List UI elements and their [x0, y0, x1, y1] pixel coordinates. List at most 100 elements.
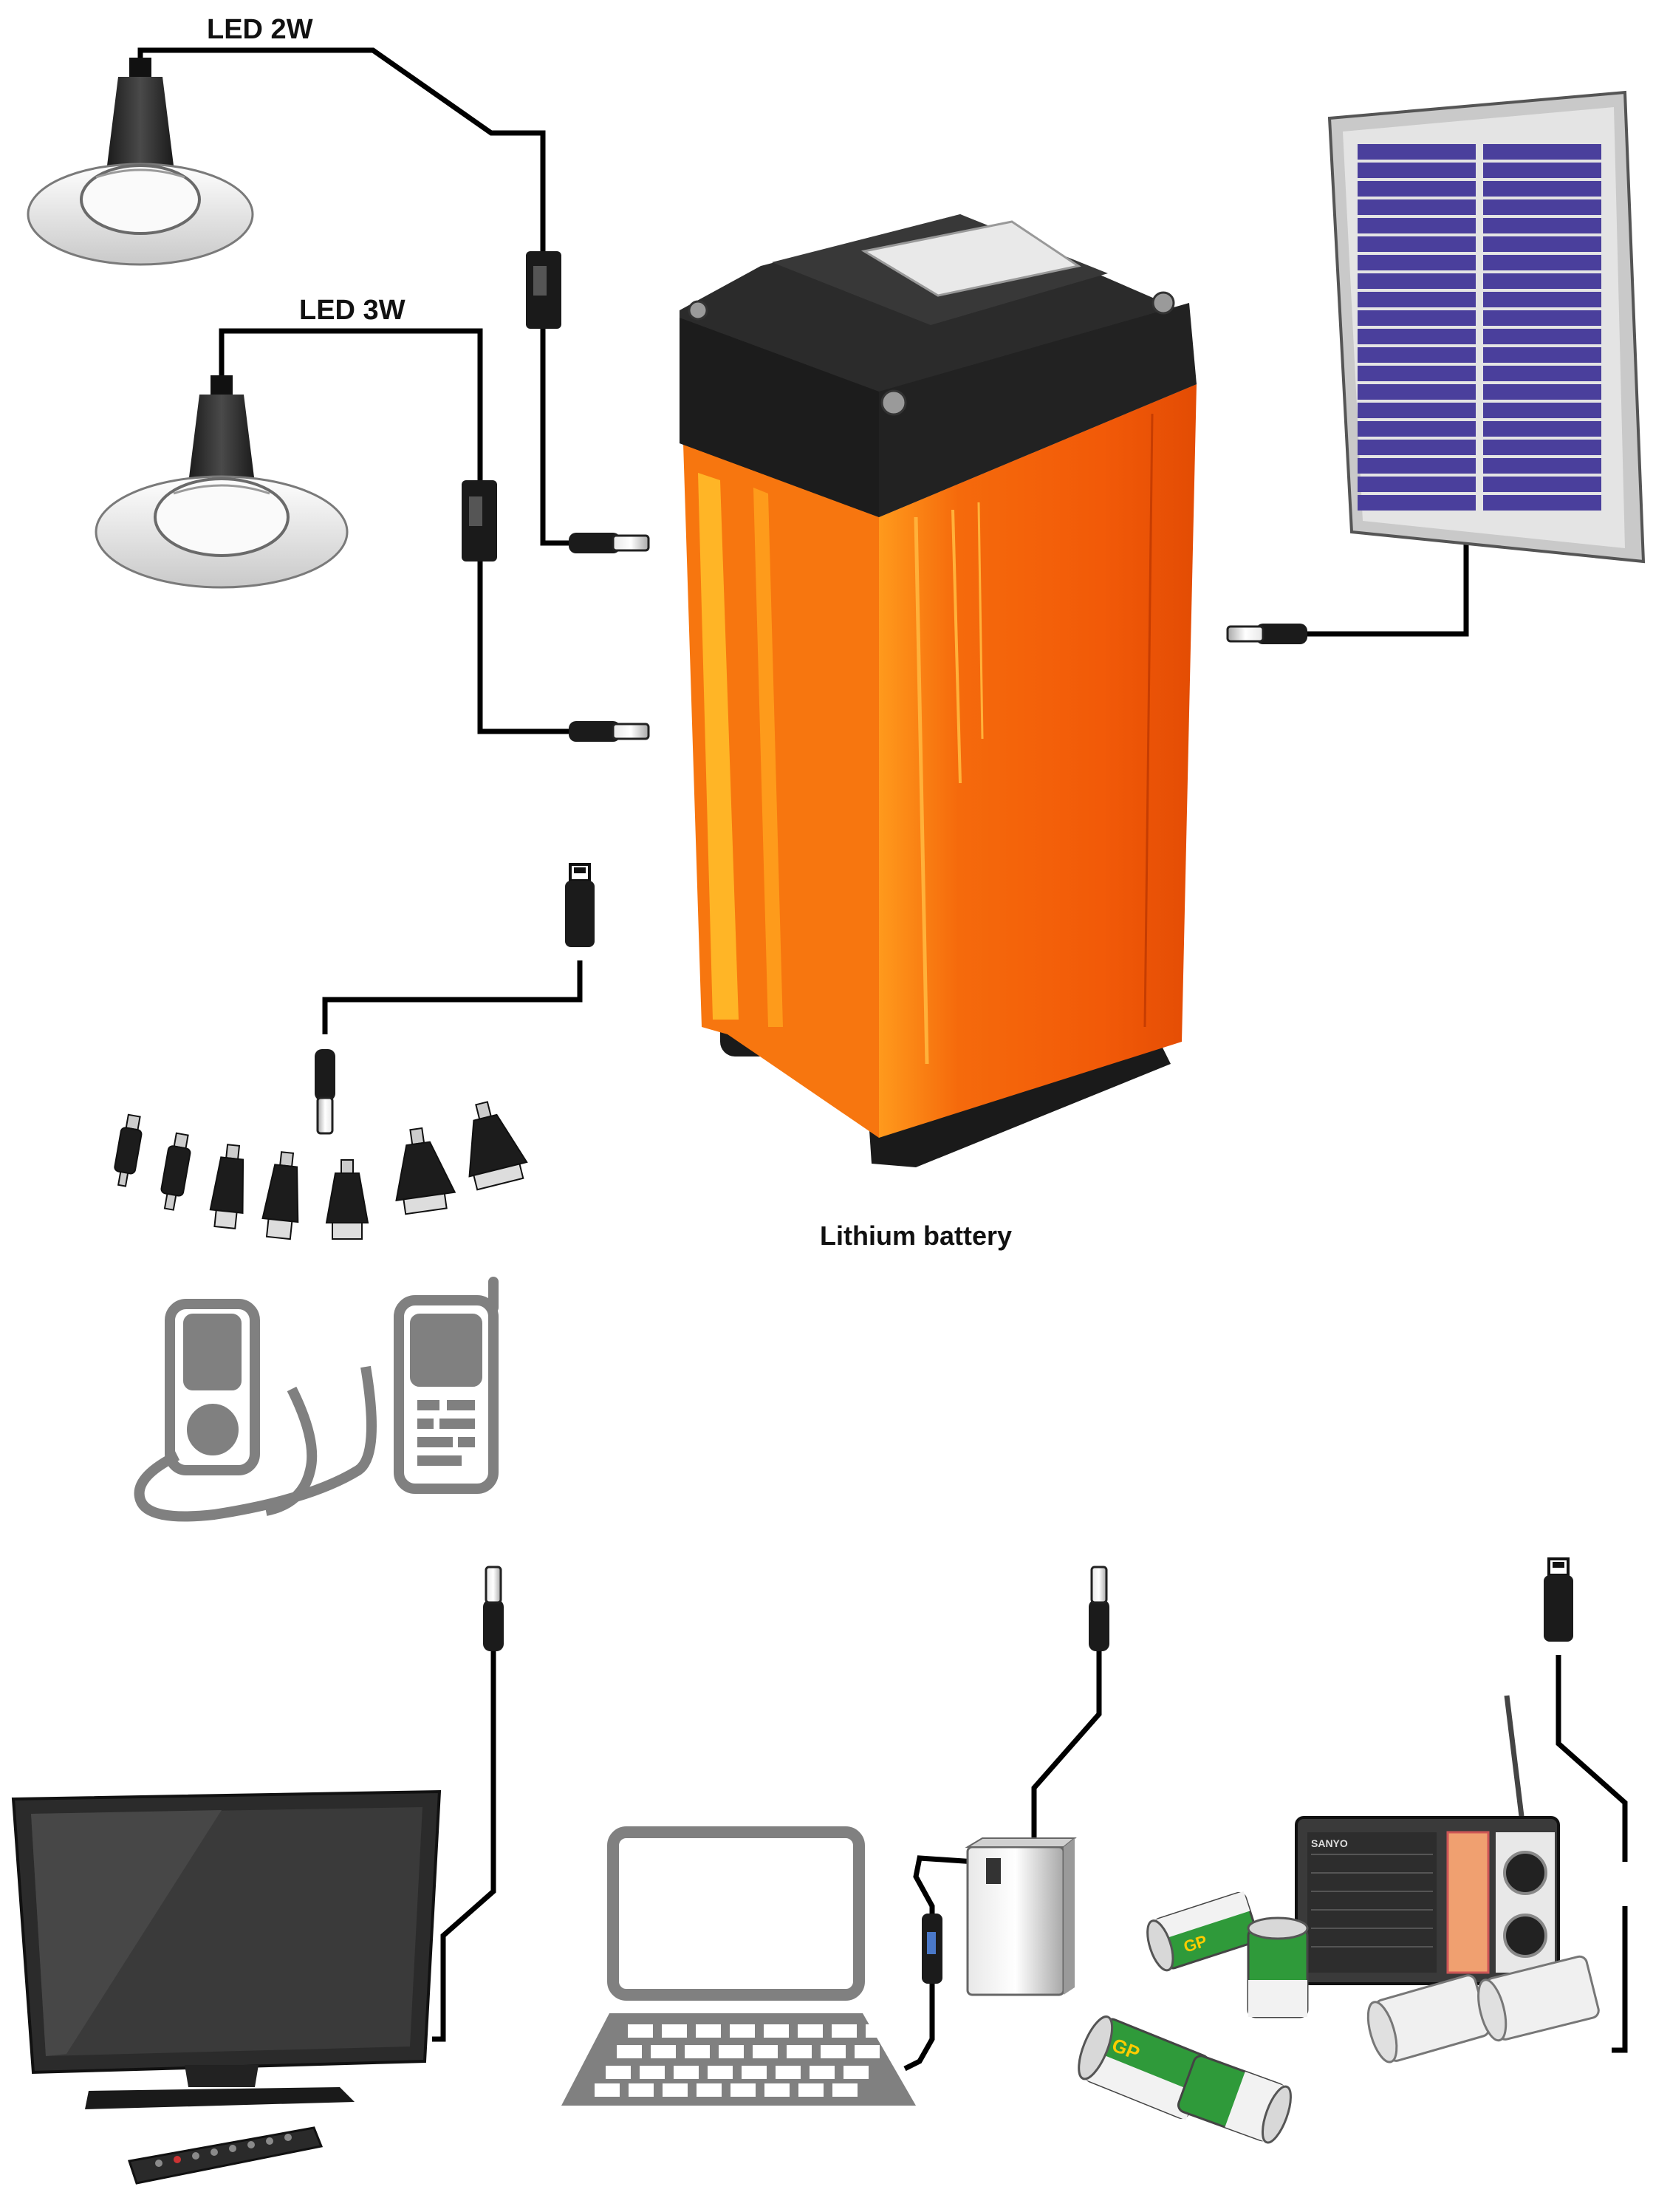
solar-cell	[1483, 440, 1601, 455]
laptop-key	[742, 2066, 767, 2079]
laptop-key	[674, 2066, 699, 2079]
laptop-key	[753, 2045, 778, 2058]
solar-cell	[1483, 366, 1601, 381]
mobile-phone-icon	[394, 1277, 499, 1494]
laptop-key	[810, 2066, 835, 2079]
laptop-key	[821, 2045, 846, 2058]
solar-cell	[1358, 495, 1476, 511]
solar-cell	[1358, 292, 1476, 307]
laptop-key	[628, 2024, 653, 2038]
laptop-key	[866, 2024, 891, 2038]
laptop-key	[719, 2045, 744, 2058]
solar-cell	[1358, 310, 1476, 326]
laptop-key	[730, 2024, 755, 2038]
solar-cell	[1358, 255, 1476, 270]
power-bank-icon	[922, 1837, 1077, 1996]
led-2w-label: LED 2W	[207, 14, 313, 45]
led-3w-cable	[219, 328, 569, 734]
solar-cell	[1483, 403, 1601, 418]
laptop-key	[764, 2024, 789, 2038]
media-player-icon	[134, 1299, 377, 1522]
led-3w-dc-plug	[567, 720, 650, 743]
solar-cell	[1358, 236, 1476, 252]
solar-cell	[1358, 458, 1476, 474]
radio-usb-plug	[1542, 1557, 1575, 1643]
led-2w-cable	[137, 47, 569, 546]
battery-label: Lithium battery	[820, 1221, 1012, 1251]
led-bulb-2w-icon	[27, 58, 254, 266]
laptop-icon	[561, 1826, 916, 2106]
radio-icon: SANYO	[1295, 1695, 1560, 1985]
laptop-key	[855, 2045, 880, 2058]
solar-cable	[1307, 543, 1469, 637]
laptop-key	[595, 2083, 620, 2097]
solar-cell	[1358, 440, 1476, 455]
led-bulb-3w-icon	[95, 375, 349, 589]
laptop-key	[617, 2045, 642, 2058]
dc-plug-icon	[313, 1048, 337, 1135]
solar-cell	[1358, 163, 1476, 178]
laptop-key	[832, 2024, 857, 2038]
usb-plug-icon	[564, 863, 596, 949]
solar-cell	[1483, 236, 1601, 252]
solar-cell	[1358, 329, 1476, 344]
solar-cell	[1483, 144, 1601, 160]
solar-cell	[1483, 273, 1601, 289]
laptop-key	[651, 2045, 676, 2058]
solar-cell	[1483, 310, 1601, 326]
usb-phone-cable	[322, 960, 583, 1034]
solar-cell	[1483, 421, 1601, 437]
solar-cell	[1483, 163, 1601, 178]
led-2w-dc-plug	[567, 531, 650, 555]
tv-cable	[432, 1651, 496, 2042]
solar-cell	[1483, 384, 1601, 400]
battery-cells-icon: GP GP	[1078, 1891, 1600, 2144]
laptop-key	[843, 2066, 869, 2079]
laptop-key	[606, 2066, 631, 2079]
laptop-cable	[903, 1855, 976, 2072]
solar-cell	[1358, 366, 1476, 381]
radio-brand-label: SANYO	[1311, 1837, 1348, 1849]
laptop-key	[787, 2045, 812, 2058]
laptop-key	[662, 2024, 687, 2038]
solar-cell	[1483, 181, 1601, 197]
solar-cell	[1483, 477, 1601, 492]
inline-switch-2w	[526, 251, 561, 329]
solar-cell	[1358, 218, 1476, 233]
solar-dc-plug	[1226, 622, 1309, 646]
solar-cell	[1358, 347, 1476, 363]
laptop-key	[696, 2024, 721, 2038]
solar-cell	[1358, 384, 1476, 400]
solar-cell	[1483, 329, 1601, 344]
remote-control-icon	[128, 2126, 324, 2185]
solar-cell	[1358, 421, 1476, 437]
cables	[137, 47, 1628, 2072]
phone-adapter-tips-icon	[114, 1101, 528, 1240]
solar-cell	[1483, 218, 1601, 233]
laptop-key	[663, 2083, 688, 2097]
lithium-battery-icon	[680, 214, 1197, 1167]
laptop-key	[697, 2083, 722, 2097]
laptop-key	[776, 2066, 801, 2079]
inline-switch-3w	[462, 480, 497, 561]
solar-cell	[1483, 292, 1601, 307]
solar-panel-icon	[1327, 90, 1646, 564]
solar-cell	[1483, 458, 1601, 474]
solar-cell	[1483, 255, 1601, 270]
solar-cell	[1358, 273, 1476, 289]
laptop-key	[764, 2083, 790, 2097]
radio-cable-lower	[1612, 1906, 1628, 2053]
laptop-key	[798, 2024, 823, 2038]
laptop-key	[708, 2066, 733, 2079]
solar-cell	[1358, 181, 1476, 197]
powerbank-dc-plug	[1087, 1566, 1111, 1653]
radio-cable	[1556, 1655, 1628, 1862]
laptop-key	[832, 2083, 858, 2097]
solar-cell	[1483, 199, 1601, 215]
laptop-key	[730, 2083, 756, 2097]
laptop-key	[640, 2066, 665, 2079]
tv-dc-plug	[482, 1566, 505, 1653]
solar-cell	[1358, 477, 1476, 492]
solar-cell	[1483, 495, 1601, 511]
